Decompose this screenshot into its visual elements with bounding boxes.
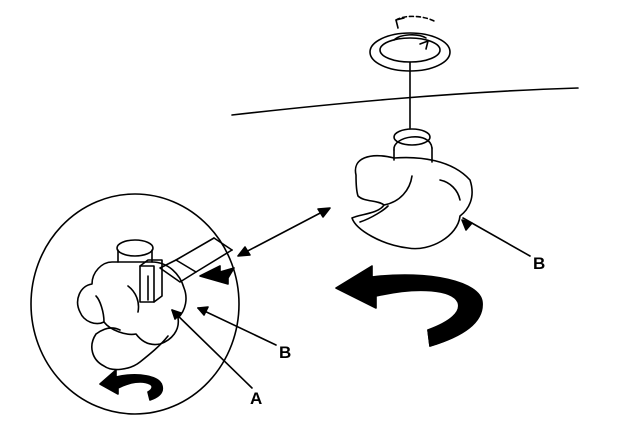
detail-inset-circle bbox=[30, 193, 240, 415]
leader-b-inset-head bbox=[197, 306, 209, 316]
rotation-arrow-large-icon bbox=[335, 265, 483, 347]
inset-connector bbox=[159, 237, 235, 285]
label-a-inset: A bbox=[250, 389, 263, 408]
leader-a-inset bbox=[171, 309, 253, 389]
hand-outline bbox=[91, 327, 169, 371]
leader-b-right-head bbox=[461, 219, 473, 231]
clip-inset bbox=[76, 239, 187, 346]
leader-b-right bbox=[462, 217, 531, 257]
connector-double-arrow bbox=[237, 207, 331, 257]
leader-b-inset bbox=[197, 307, 277, 346]
leader-a-inset-head bbox=[171, 309, 182, 320]
rotation-arrow-small-icon bbox=[99, 369, 164, 401]
label-b-inset: B bbox=[279, 343, 292, 362]
clip-b-right bbox=[351, 128, 473, 250]
panel-edge-line bbox=[231, 87, 579, 116]
label-b-right: B bbox=[533, 254, 546, 273]
